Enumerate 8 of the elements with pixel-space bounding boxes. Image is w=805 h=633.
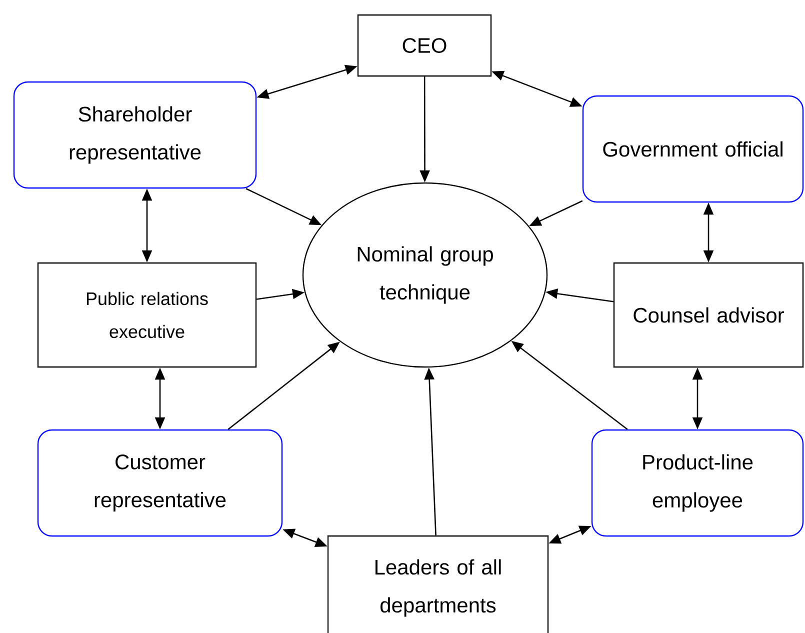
process-box: Counsel advisor (613, 262, 804, 368)
rounded-box: Product-line employee (591, 429, 804, 537)
process-box: Leaders of all departments (327, 535, 549, 633)
process-box: CEO (357, 14, 492, 77)
rounded-box: Shareholder representative (13, 81, 257, 189)
rounded-box: Government official (582, 95, 804, 203)
process-box: Public relations executive (37, 262, 257, 368)
rounded-box: Customer representative (37, 429, 283, 537)
